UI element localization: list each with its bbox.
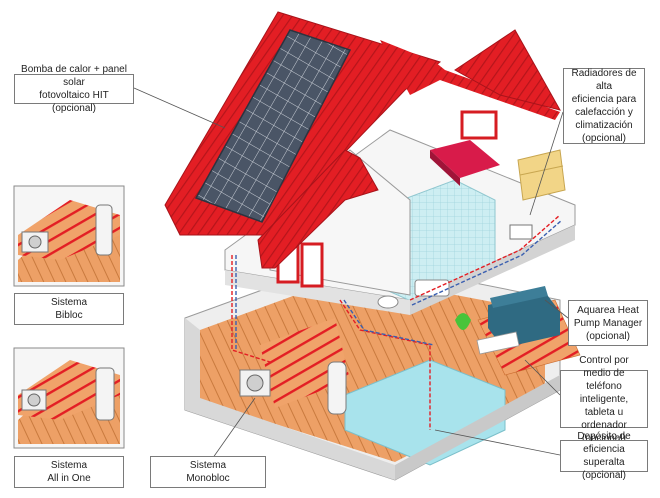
inset-all-in-one [13, 347, 125, 449]
radiator-upper [509, 224, 533, 240]
heating-pipes [231, 214, 563, 430]
label-radiators: Radiadores de alta eficiencia para calef… [563, 68, 645, 144]
dresser [517, 149, 566, 201]
leader-lines [133, 87, 569, 463]
label-smart-control: Control por medio de teléfono inteligent… [560, 355, 648, 444]
label-bibloc: Sistema Bibloc [14, 293, 124, 325]
label-heat-pump-solar: Bomba de calor + panel solar fotovoltaic… [14, 64, 134, 114]
label-monobloc: Sistema Monobloc [150, 456, 266, 488]
bed [430, 140, 500, 186]
sofa [476, 286, 560, 355]
solar-panel [194, 29, 352, 223]
label-aquarea-manager: Aquarea Heat Pump Manager (opcional) [568, 300, 648, 346]
green-plant [455, 313, 471, 330]
bathroom-fixtures [377, 279, 450, 309]
label-tank: Depósito de eficiencia superalta (opcion… [560, 431, 648, 481]
inset-bibloc [13, 185, 125, 287]
label-all-in-one: Sistema All in One [14, 456, 124, 488]
monobloc-unit [239, 361, 347, 415]
